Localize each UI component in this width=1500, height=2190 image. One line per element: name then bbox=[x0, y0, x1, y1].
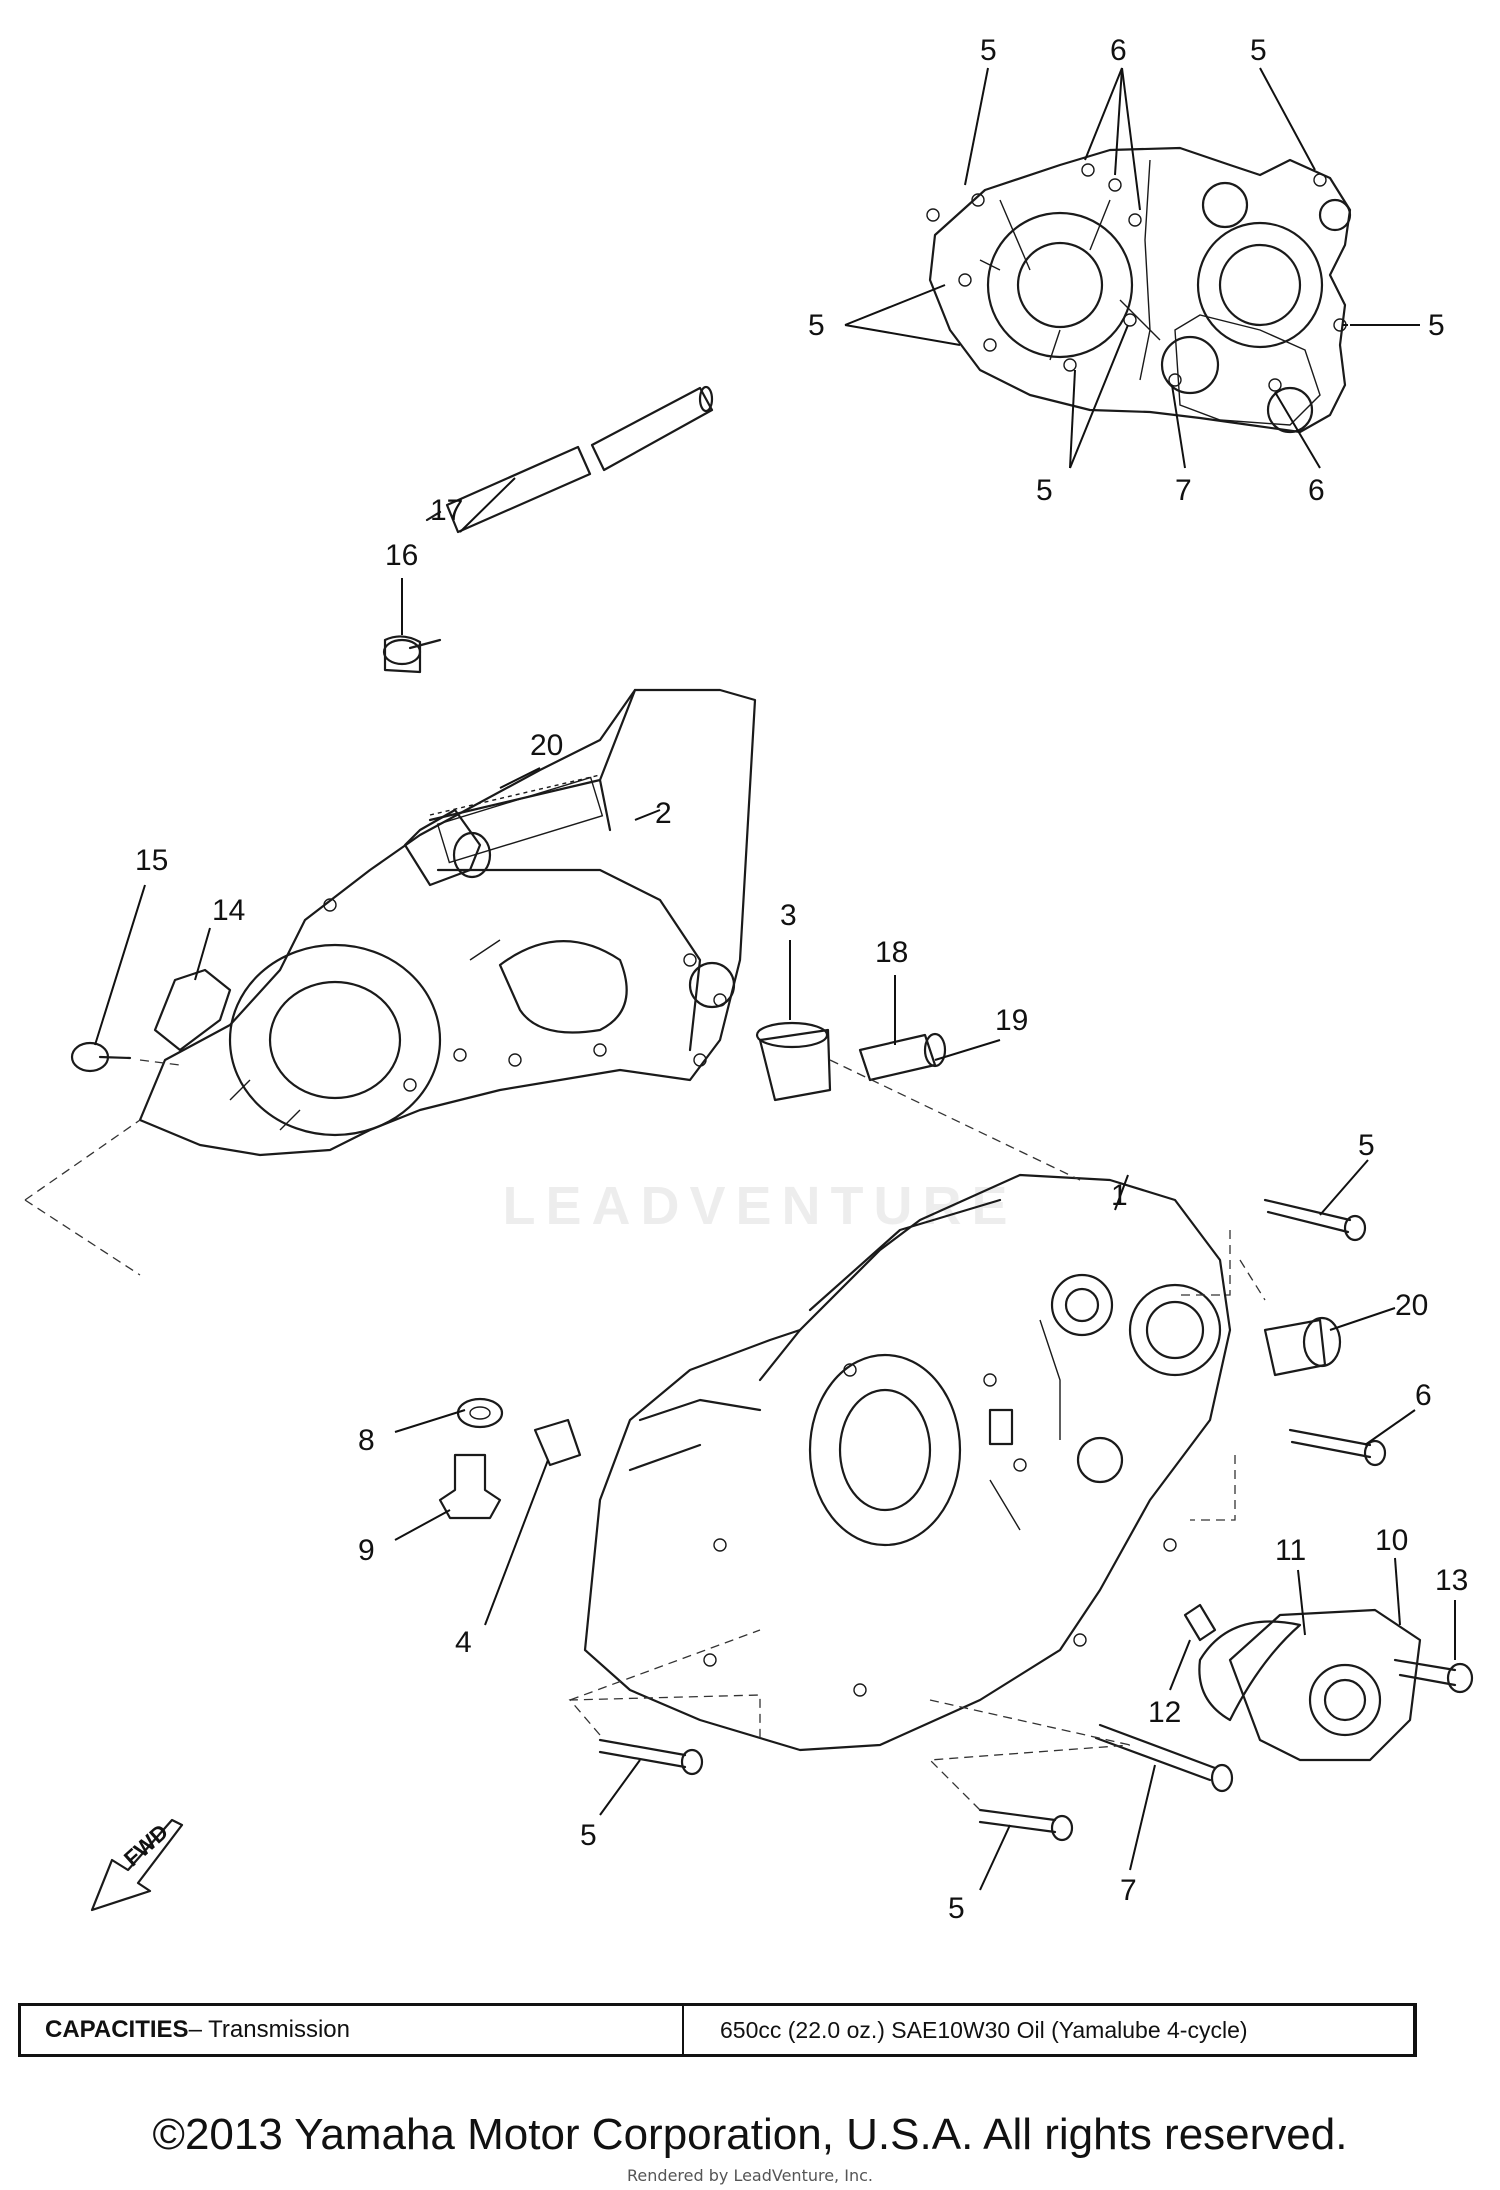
part-label-5-left: 5 bbox=[808, 309, 825, 342]
part-label-7-top: 7 bbox=[1175, 474, 1192, 507]
part-label-11: 11 bbox=[1275, 1534, 1306, 1567]
capacities-item: – Transmission bbox=[188, 2016, 350, 2043]
bolts bbox=[598, 1198, 1387, 1842]
part-label-9: 9 bbox=[358, 1534, 375, 1567]
part-number-labels: 1 2 3 4 5 5 5 5 5 5 5 5 6 6 6 7 7 8 9 10… bbox=[135, 34, 1468, 1925]
breather-pipe-assembly bbox=[382, 385, 714, 674]
part-label-6-top: 6 bbox=[1110, 34, 1127, 67]
part-label-20-top: 20 bbox=[530, 729, 563, 762]
part-label-6-top-bottom: 6 bbox=[1308, 474, 1325, 507]
part-label-5-top-left: 5 bbox=[980, 34, 997, 67]
capacities-value-cell: 650cc (22.0 oz.) SAE10W30 Oil (Yamalube … bbox=[684, 2006, 1413, 2054]
part-label-15: 15 bbox=[135, 844, 168, 877]
part-label-2: 2 bbox=[655, 797, 672, 830]
part-label-4: 4 bbox=[455, 1626, 472, 1659]
part-label-5-bolt-upper: 5 bbox=[1358, 1129, 1375, 1162]
part-label-5-bolt-bottom: 5 bbox=[948, 1892, 965, 1925]
part-label-14: 14 bbox=[212, 894, 245, 927]
part-label-16: 16 bbox=[385, 539, 418, 572]
leader-lines bbox=[94, 67, 1456, 1891]
small-parts bbox=[70, 808, 1474, 1762]
part-label-5-right: 5 bbox=[1428, 309, 1445, 342]
capacities-value: 650cc (22.0 oz.) SAE10W30 Oil (Yamalube … bbox=[720, 2016, 1248, 2043]
capacities-label-cell: CAPACITIES – Transmission bbox=[21, 2006, 684, 2054]
copyright-notice: ©2013 Yamaha Motor Corporation, U.S.A. A… bbox=[152, 2110, 1348, 2159]
part-label-5-bottom: 5 bbox=[1036, 474, 1053, 507]
part-label-6-bolt: 6 bbox=[1415, 1379, 1432, 1412]
rendered-by-note: Rendered by LeadVenture, Inc. bbox=[627, 2166, 873, 2185]
part-label-8: 8 bbox=[358, 1424, 375, 1457]
watermark: LEADVENTURE bbox=[502, 1176, 1018, 1236]
capacities-table: CAPACITIES – Transmission 650cc (22.0 oz… bbox=[18, 2003, 1417, 2057]
part-label-10: 10 bbox=[1375, 1524, 1408, 1557]
part-label-7-bolt: 7 bbox=[1120, 1874, 1137, 1907]
assembly-guide-lines bbox=[24, 1059, 1266, 1811]
crankcase-exploded-diagram: FWD bbox=[24, 34, 1474, 1925]
crankcase-right bbox=[583, 1173, 1232, 1752]
part-label-1: 1 bbox=[1111, 1179, 1128, 1212]
part-label-18: 18 bbox=[875, 936, 908, 969]
fwd-arrow-icon: FWD bbox=[90, 1818, 184, 1912]
part-label-3: 3 bbox=[780, 899, 797, 932]
part-label-5-bolt-left: 5 bbox=[580, 1819, 597, 1852]
crankcase-inner-view bbox=[926, 146, 1352, 434]
capacities-label: CAPACITIES bbox=[45, 2016, 189, 2043]
crankcase-left bbox=[138, 688, 757, 1157]
part-label-17: 17 bbox=[430, 494, 463, 527]
part-label-19: 19 bbox=[995, 1004, 1028, 1037]
part-label-20-right: 20 bbox=[1395, 1289, 1428, 1322]
part-label-12: 12 bbox=[1148, 1696, 1181, 1729]
part-label-13: 13 bbox=[1435, 1564, 1468, 1597]
part-label-5-top-right: 5 bbox=[1250, 34, 1267, 67]
